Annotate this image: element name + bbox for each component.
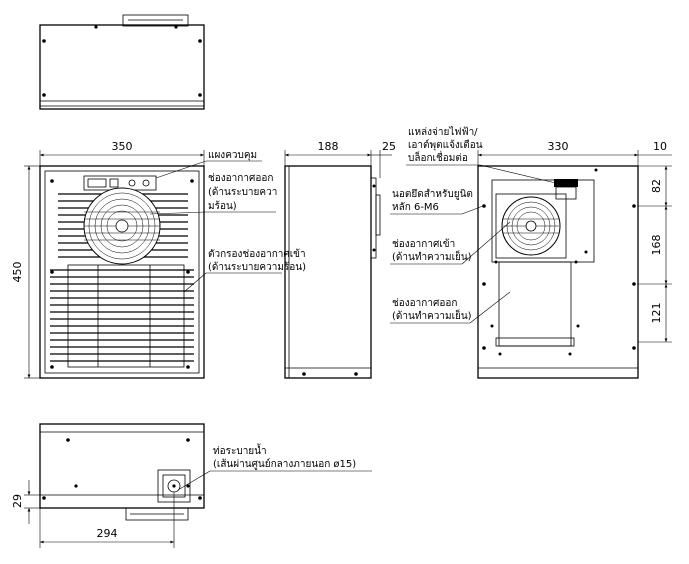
callout-cold-inlet: ช่องอากาศเข้า (ด้านทำความเย็น) [390, 221, 511, 265]
back-view-bolts [482, 168, 636, 356]
dim-back-offset: 10 [653, 140, 667, 153]
dim-front-height: 450 [11, 262, 24, 283]
lower-grille [50, 269, 194, 362]
dim-back-top: 82 [650, 179, 663, 193]
back-fan-icon [495, 193, 567, 259]
side-view [284, 165, 381, 379]
bottom-view-bolts [42, 438, 202, 500]
dimension-25: 25 [371, 140, 396, 178]
callout-control-panel: แผงควบคุม [155, 150, 262, 179]
callout-cold-outlet: ช่องอากาศออก (ด้านทำความเย็น) [390, 291, 511, 324]
dim-back-bottom: 121 [650, 303, 663, 324]
label-drain-2: (เส้นผ่านศูนย์กลางภายนอก ø15) [213, 458, 356, 470]
label-power-2: เอาต์พุตแจ้งเตือน [408, 139, 483, 151]
dimension-450: 450 [11, 165, 40, 379]
front-view [39, 165, 205, 379]
label-hot-outlet-2: (ด้านระบายควา [208, 186, 277, 198]
dim-back-width: 330 [548, 140, 569, 153]
label-cold-inlet-1: ช่องอากาศเข้า [392, 238, 455, 250]
callout-drain: ท่อระบายน้ำ (เส้นผ่านศูนย์กลางภายนอก ø15… [177, 443, 372, 491]
dim-back-middle: 168 [650, 235, 663, 256]
label-hot-inlet-1: ตัวกรองช่องอากาศเข้า [208, 248, 306, 260]
dim-side-flange: 25 [382, 140, 396, 153]
dim-drain-offset: 294 [97, 527, 118, 540]
dim-front-width: 350 [112, 140, 133, 153]
label-bolt-2: หลัก 6-M6 [392, 202, 439, 213]
label-cold-inlet-2: (ด้านทำความเย็น) [392, 249, 472, 263]
dimension-29: 29 [11, 480, 40, 524]
label-power-1: แหล่งจ่ายไฟฟ้า/ [408, 126, 478, 138]
front-view-bolts [50, 179, 194, 369]
cold-outlet [495, 261, 575, 347]
top-view-bolts [42, 25, 202, 97]
callout-power: แหล่งจ่ายไฟฟ้า/ เอาต์พุตแจ้งเตือน บล็อกเ… [406, 126, 561, 185]
inlet-filter [67, 264, 185, 368]
back-view [477, 165, 639, 379]
label-control-panel: แผงควบคุม [208, 150, 257, 161]
dimension-350: 350 [39, 140, 205, 166]
label-hot-outlet-3: มร้อน) [208, 200, 237, 212]
label-power-3: บล็อกเชื่อมต่อ [408, 150, 468, 164]
front-fan-icon [83, 187, 161, 265]
label-cold-outlet-2: (ด้านทำความเย็น) [392, 308, 472, 322]
dim-drain-height: 29 [11, 494, 24, 508]
bottom-view [39, 423, 205, 521]
top-view [39, 14, 205, 110]
label-hot-inlet-2: (ด้านระบายความร้อน) [208, 261, 306, 273]
label-hot-outlet-1: ช่องอากาศออก [208, 173, 273, 184]
callout-hot-outlet: ช่องอากาศออก (ด้านระบายควา มร้อน) [149, 173, 277, 215]
dimension-back-verticals: 82 168 121 [638, 165, 672, 343]
label-bolt-1: นอตยึดสำหรับยูนิต [392, 188, 473, 200]
dimension-330: 330 [477, 140, 639, 166]
label-drain-1: ท่อระบายน้ำ [213, 443, 267, 457]
callout-hot-inlet: ตัวกรองช่องอากาศเข้า (ด้านระบายความร้อน) [183, 248, 306, 293]
dimension-10: 10 [638, 140, 672, 156]
label-cold-outlet-1: ช่องอากาศออก [392, 298, 457, 309]
control-panel-icon [83, 175, 157, 191]
dimension-188: 188 [284, 140, 372, 166]
dimension-294: 294 [39, 492, 175, 548]
callout-bolt: นอตยึดสำหรับยูนิต หลัก 6-M6 [390, 188, 484, 215]
dim-side-depth: 188 [318, 140, 339, 153]
